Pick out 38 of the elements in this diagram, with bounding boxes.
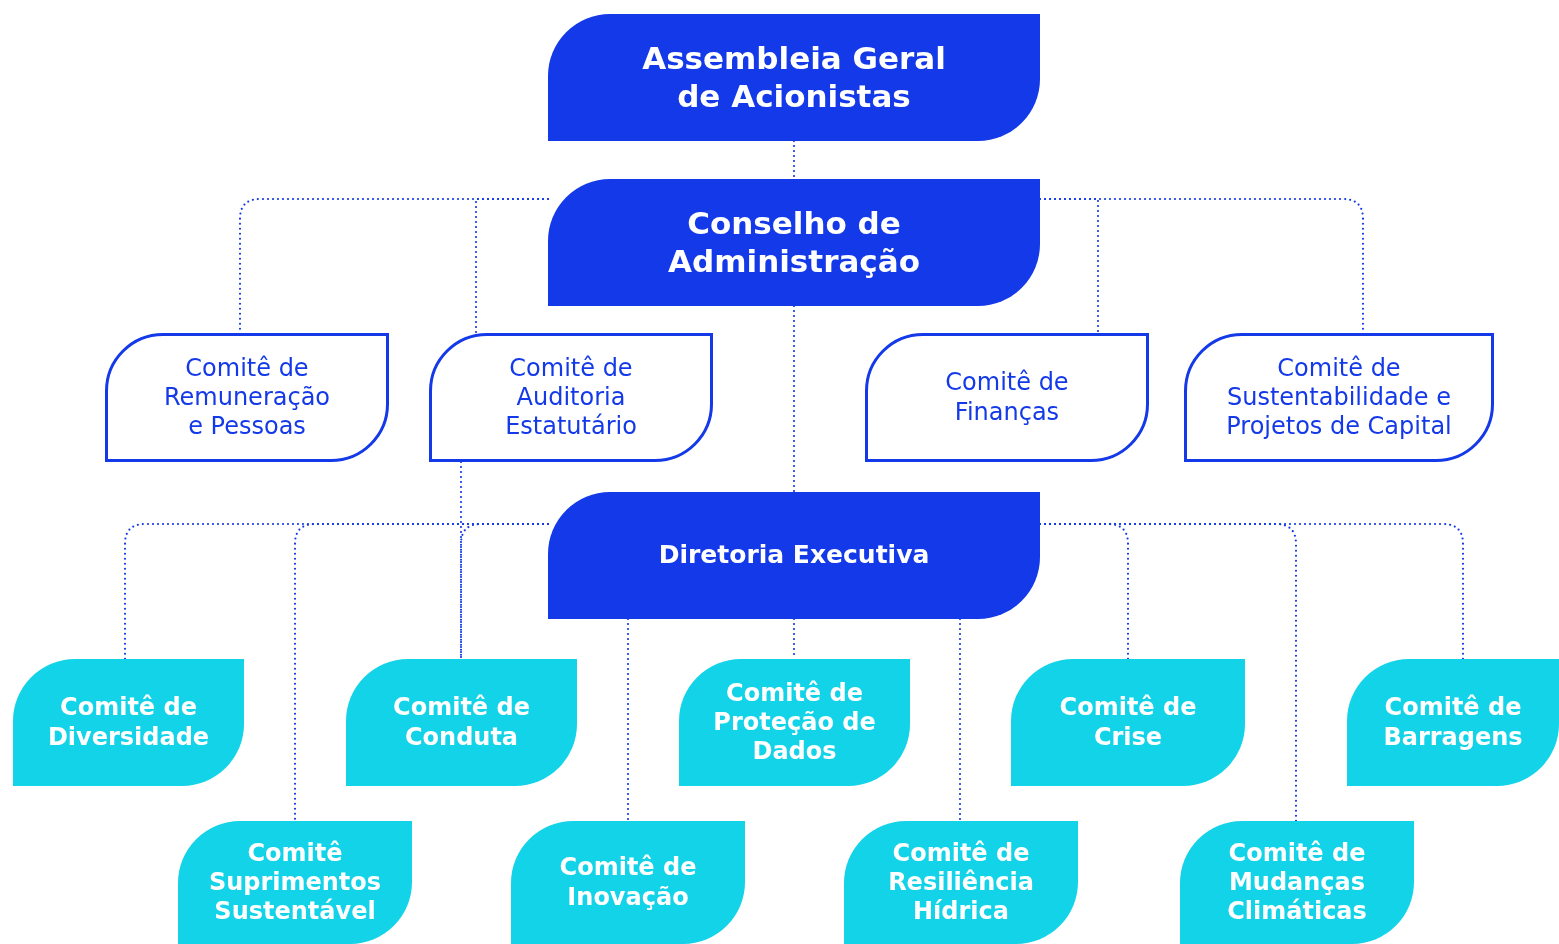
- node-label: Comitê de Finanças: [944, 368, 1070, 427]
- connector-line: [626, 617, 630, 823]
- committee-box: [1347, 659, 1559, 786]
- node-label: Comitê de Crise: [1058, 693, 1198, 752]
- governance-box: [548, 492, 1040, 619]
- connector-line: [459, 460, 463, 661]
- committee-box: [844, 821, 1078, 944]
- connector-line: [792, 304, 796, 494]
- node-label: Conselho de Administração: [667, 204, 921, 281]
- node-label: Comitê de Diversidade: [46, 693, 211, 752]
- committee-box: [429, 333, 713, 462]
- committee-box: [865, 333, 1149, 462]
- committee-box: [13, 659, 244, 786]
- node-label: Comitê de Conduta: [392, 693, 531, 752]
- committee-box: [105, 333, 389, 462]
- node-label: Comitê de Mudanças Climáticas: [1226, 838, 1368, 927]
- governance-box: [548, 179, 1040, 306]
- committee-box: [1180, 821, 1414, 944]
- node-label: Assembleia Geral de Acionistas: [641, 39, 947, 116]
- node-label: Comitê Suprimentos Sustentável: [207, 838, 383, 927]
- node-label: Comitê de Remuneração e Pessoas: [162, 353, 332, 442]
- connector-line: [474, 197, 550, 335]
- node-label: Comitê de Sustentabilidade e Projetos de Capital: [1225, 353, 1453, 442]
- committee-box: [178, 821, 412, 944]
- node-label: Comitê de Auditoria Estatutário: [504, 353, 638, 442]
- connector-line: [958, 617, 962, 823]
- committee-box: [1184, 333, 1494, 462]
- node-label: Comitê de Proteção de Dados: [712, 678, 877, 767]
- governance-box: [548, 14, 1040, 141]
- connector-line: [1038, 522, 1465, 661]
- committee-box: [346, 659, 577, 786]
- node-label: Diretoria Executiva: [658, 540, 930, 571]
- committee-box: [1011, 659, 1245, 786]
- node-label: Comitê de Resiliência Hídrica: [887, 838, 1035, 927]
- node-label: Comitê de Barragens: [1382, 693, 1524, 752]
- committee-box: [511, 821, 745, 944]
- node-label: Comitê de Inovação: [558, 853, 698, 912]
- committee-box: [679, 659, 910, 786]
